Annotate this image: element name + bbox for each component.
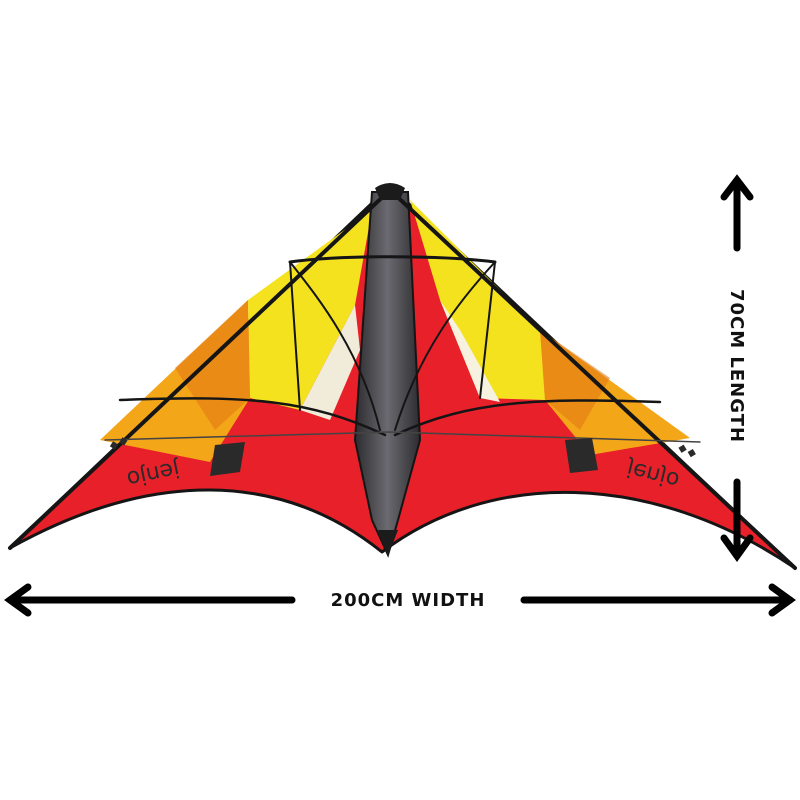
right-standoff xyxy=(565,438,598,473)
tail-tip xyxy=(378,530,398,556)
kite: jenjo jenjo xyxy=(8,183,797,570)
length-label: 70CM LENGTH xyxy=(726,289,747,443)
left-orange-shade xyxy=(175,300,250,430)
width-label: 200CM WIDTH xyxy=(331,590,486,611)
right-white-panel xyxy=(440,300,500,402)
left-yellow-panel xyxy=(248,210,372,410)
length-arrow xyxy=(720,174,754,562)
left-white-panel xyxy=(300,305,360,420)
nose-cap xyxy=(375,183,405,200)
left-standoff xyxy=(210,442,245,476)
right-yellow-panel xyxy=(410,200,545,400)
right-orange-shade xyxy=(540,330,610,430)
width-arrow xyxy=(4,583,796,617)
kite-frame xyxy=(8,188,797,570)
